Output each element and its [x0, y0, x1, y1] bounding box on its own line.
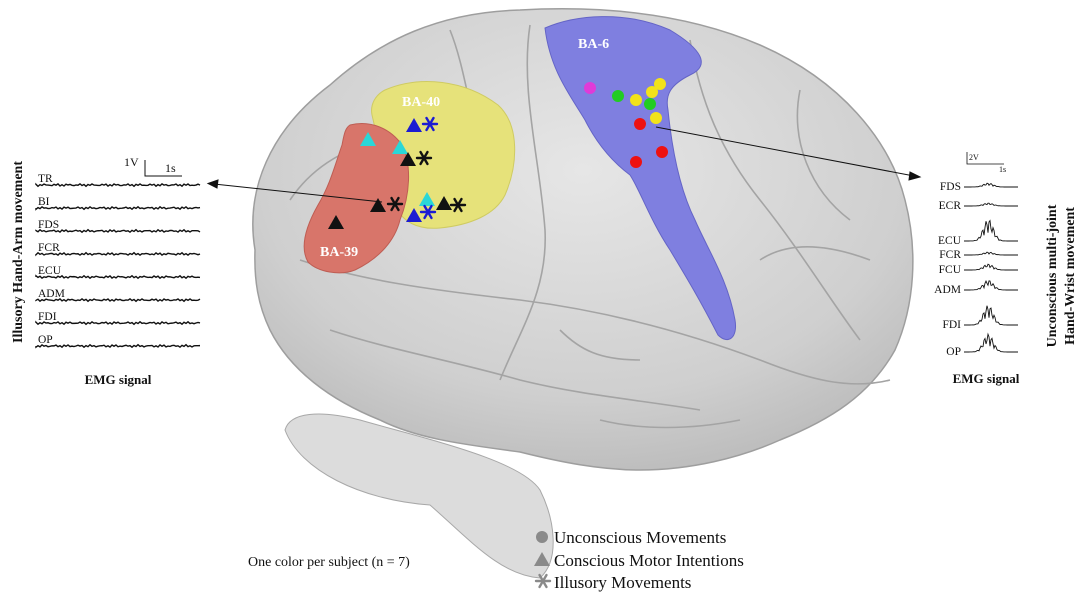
right-channel-label: OP [946, 346, 961, 358]
left-emg-trace [35, 274, 201, 280]
legend-asterisk-icon [534, 573, 552, 589]
ba6-region [544, 16, 737, 340]
legend-subjects: One color per subject (n = 7) [248, 555, 410, 570]
arrows [206, 126, 922, 203]
right-channel-label: FDS [940, 181, 961, 193]
left-channel-label: ADM [38, 288, 65, 300]
conscious-markers [328, 118, 452, 229]
right-emg-trace [964, 332, 1018, 353]
right-channel-label: ECR [939, 200, 962, 212]
right-caption: EMG signal [953, 371, 1020, 386]
left-emg-trace [35, 228, 201, 234]
ba40-label: BA-40 [402, 95, 440, 110]
marker-circle-green [612, 90, 624, 102]
marker-circle-red [630, 156, 642, 168]
legend-circle-icon [536, 531, 548, 543]
right-channel-label: FCU [939, 264, 962, 276]
marker-triangle-black [436, 196, 452, 210]
sulci [289, 24, 891, 429]
unconscious-markers [584, 78, 668, 168]
left-emg-trace [35, 320, 201, 326]
left-channel-label: OP [38, 334, 53, 346]
marker-triangle-cyan [360, 132, 376, 146]
left-channel-label: ECU [38, 265, 62, 277]
right-vertical-title-2: Hand-Wrist movement [1063, 207, 1078, 345]
marker-asterisk-blue [421, 116, 439, 132]
marker-circle-red [656, 146, 668, 158]
left-emg-panel: Illusory Hand-Arm movement 1V 1s TR BI FDS… [11, 155, 201, 387]
right-emg-trace [964, 251, 1018, 256]
marker-triangle-black [370, 198, 386, 212]
left-emg-trace [35, 297, 201, 303]
legend-triangle-icon [534, 552, 550, 566]
right-channel-label: ADM [934, 284, 961, 296]
right-scale-bar [966, 152, 1004, 165]
left-caption: EMG signal [85, 372, 152, 387]
left-channel-label: TR [38, 173, 53, 185]
right-time-label: 1s [999, 165, 1006, 174]
illusory-markers [386, 116, 467, 220]
left-channel-label: FDI [38, 311, 57, 323]
left-traces: TR BI FDS FCR ECU ADM FDI OP [35, 173, 201, 349]
legend-conscious: Conscious Motor Intentions [554, 551, 744, 570]
left-scale-bar [144, 160, 182, 177]
right-emg-trace [964, 263, 1018, 271]
left-channel-label: FCR [38, 242, 60, 254]
legend: One color per subject (n = 7) Unconsciou… [248, 528, 744, 592]
ba6-label: BA-6 [578, 37, 609, 52]
marker-triangle-black [328, 215, 344, 229]
left-emg-trace [35, 343, 201, 349]
cerebellum [284, 413, 554, 579]
marker-asterisk-blue [419, 204, 437, 220]
arrow-right-line [655, 126, 915, 177]
marker-circle-yellow [630, 94, 642, 106]
legend-unconscious: Unconscious Movements [554, 528, 726, 547]
left-channel-label: FDS [38, 219, 59, 231]
marker-triangle-black [400, 152, 416, 166]
marker-triangle-cyan [392, 140, 408, 154]
right-emg-panel: 2V 1s FDS ECR ECU FCR FCU ADM FDI OP EMG signal… [934, 152, 1078, 386]
marker-circle-red [634, 118, 646, 130]
right-emg-trace [964, 279, 1018, 291]
right-channel-label: ECU [938, 235, 962, 247]
marker-circle-yellow [646, 86, 658, 98]
arrow-right-head [908, 171, 922, 181]
marker-circle-yellow [654, 78, 666, 90]
ba39-label: BA-39 [320, 245, 358, 260]
marker-asterisk-black [449, 197, 467, 213]
left-time-label: 1s [165, 161, 176, 175]
right-vertical-title-1: Unconscious multi-joint [1045, 204, 1060, 347]
right-channel-label: FDI [942, 319, 961, 331]
marker-asterisk-black [415, 150, 433, 166]
marker-asterisk-black [386, 196, 404, 212]
right-emg-trace [964, 182, 1018, 188]
left-vertical-title: Illusory Hand-Arm movement [11, 161, 26, 343]
left-channel-label: BI [38, 196, 50, 208]
right-emg-trace [964, 305, 1018, 326]
marker-triangle-blue [406, 118, 422, 132]
arrow-left-line [213, 183, 383, 203]
right-scale-label: 2V [969, 153, 979, 162]
left-emg-trace [35, 182, 201, 188]
marker-circle-yellow [650, 112, 662, 124]
legend-illusory: Illusory Movements [554, 573, 691, 592]
marker-triangle-blue [406, 208, 422, 222]
right-emg-trace [964, 202, 1018, 207]
arrow-left-head [206, 179, 219, 189]
right-channel-label: FCR [939, 249, 961, 261]
marker-circle-magenta [584, 82, 596, 94]
marker-circle-green [644, 98, 656, 110]
marker-triangle-cyan [419, 192, 435, 206]
left-emg-trace [35, 205, 201, 211]
left-emg-trace [35, 251, 201, 257]
right-traces: FDS ECR ECU FCR FCU ADM FDI OP [934, 181, 1018, 358]
left-scale-label: 1V [124, 155, 139, 169]
right-emg-trace [964, 219, 1018, 242]
